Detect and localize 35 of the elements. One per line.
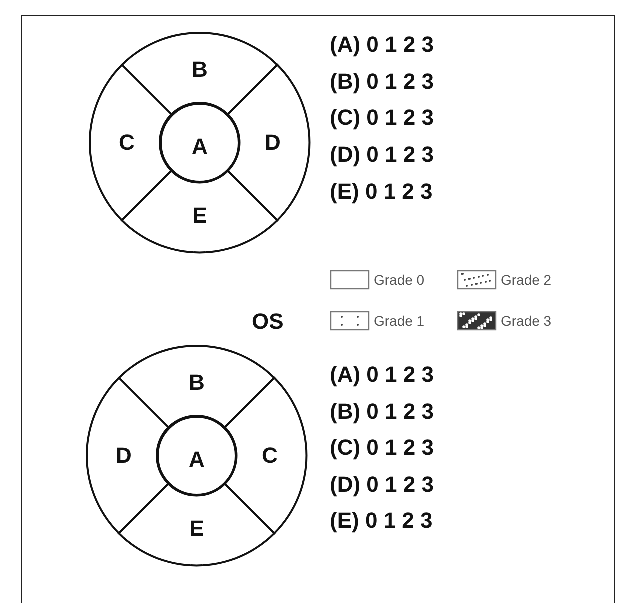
grading-row: (E) 0 1 2 3 <box>330 508 433 534</box>
grading-row: (C) 0 1 2 3 <box>330 105 434 131</box>
zone-sector <box>90 65 172 221</box>
legend-label: Grade 1 <box>374 312 425 330</box>
zone-letter: D <box>265 130 281 155</box>
legend-label: Grade 3 <box>501 312 552 330</box>
grading-row: (A) 0 1 2 3 <box>330 362 434 388</box>
zone-sector <box>119 346 275 428</box>
grading-row: (C) 0 1 2 3 <box>330 435 434 461</box>
zone-letter: B <box>192 58 208 82</box>
zone-letter: D <box>116 444 132 468</box>
zone-letter: A <box>192 135 208 159</box>
center-zone-circle <box>160 103 240 183</box>
center-zone-circle <box>157 416 237 496</box>
grading-row: (B) 0 1 2 3 <box>330 69 434 95</box>
grading-row: (D) 0 1 2 3 <box>330 472 434 498</box>
zone-sector <box>119 484 275 566</box>
zone-letter: A <box>189 448 205 472</box>
zone-sector <box>225 378 307 534</box>
eye-label: OS <box>252 309 284 335</box>
zone-letter: C <box>119 130 135 155</box>
legend-label: Grade 0 <box>374 271 425 289</box>
zone-sector <box>122 33 278 115</box>
zone-letter: B <box>189 371 205 395</box>
zone-letter: E <box>190 516 204 541</box>
zone-sector <box>228 65 310 221</box>
grading-row: (E) 0 1 2 3 <box>330 179 433 205</box>
zone-letter: E <box>192 204 208 228</box>
zone-sector <box>122 171 278 253</box>
grading-row: (D) 0 1 2 3 <box>330 142 434 168</box>
grading-row: (A) 0 1 2 3 <box>330 32 434 58</box>
legend-label: Grade 2 <box>501 271 552 289</box>
grading-row: (B) 0 1 2 3 <box>330 399 434 425</box>
zone-letter: C <box>262 444 278 468</box>
zone-sector <box>87 378 169 534</box>
